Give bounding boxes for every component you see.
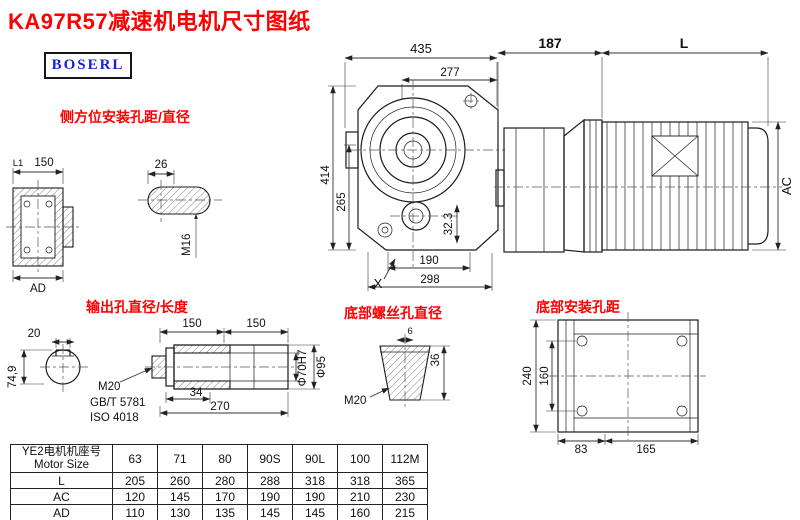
table-header-motor-size: YE2电机机座号 Motor Size (10, 444, 113, 473)
mount-dim-240: 240 (522, 366, 534, 385)
table-header-en: Motor Size (34, 458, 89, 471)
shaft-standard-gb: GB/T 5781 (90, 397, 145, 409)
table-cell: 130 (157, 504, 203, 520)
screw-thread-m20: M20 (344, 395, 366, 407)
flange-dim-150: 150 (34, 157, 53, 169)
table-row: AD 110 130 135 145 145 160 215 (10, 504, 428, 520)
side-hole-detail: 26 M16 (138, 159, 222, 258)
table-cell: 215 (382, 504, 428, 520)
motor-size-table: YE2电机机座号 Motor Size 63 71 80 90S 90L 100… (10, 444, 428, 520)
front-view: 435 277 414 265 32.3 190 298 X (320, 41, 505, 291)
shaft-dim-20: 20 (28, 328, 41, 340)
output-shaft-detail: 20 74,9 150 150 34 (7, 318, 328, 424)
col-header: 63 (112, 444, 158, 473)
table-cell: 288 (247, 472, 293, 489)
screw-dim-36: 36 (430, 354, 442, 367)
table-cell: 260 (157, 472, 203, 489)
bottom-screw-detail: 6 36 M20 (344, 326, 450, 410)
table-cell: 280 (202, 472, 248, 489)
shaft-dim-270: 270 (210, 401, 229, 413)
flange-view: L1 150 AD (6, 157, 82, 295)
table-cell: 318 (337, 472, 383, 489)
front-dim-265: 265 (336, 192, 348, 211)
table-cell: 170 (202, 488, 248, 505)
side-hole-dim-26: 26 (155, 159, 168, 171)
table-cell: 205 (112, 472, 158, 489)
front-dim-298: 298 (420, 274, 439, 286)
table-cell: 160 (337, 504, 383, 520)
row-label: AD (10, 504, 113, 520)
side-dim-l: L (680, 35, 689, 51)
table-cell: 135 (202, 504, 248, 520)
flange-dim-ad: AD (30, 283, 46, 295)
shaft-dim-34: 34 (190, 387, 203, 399)
table-cell: 120 (112, 488, 158, 505)
table-cell: 318 (292, 472, 338, 489)
front-dim-32-3: 32.3 (443, 213, 455, 235)
row-label: AC (10, 488, 113, 505)
front-dim-277: 277 (440, 67, 459, 79)
side-dim-ac: AC (779, 177, 794, 195)
brand-logo: BOSERL (44, 52, 132, 79)
col-header: 112M (382, 444, 428, 473)
table-cell: 365 (382, 472, 428, 489)
flange-dim-l1: L1 (13, 158, 24, 169)
mount-dim-83: 83 (575, 444, 588, 456)
side-dim-187: 187 (538, 35, 562, 51)
table-cell: 210 (337, 488, 383, 505)
annotation-bottom-screw: 底部螺丝孔直径 (344, 305, 442, 321)
front-mark-x: X (374, 276, 383, 291)
table-cell: 230 (382, 488, 428, 505)
bottom-mount-view: 240 160 83 165 (522, 312, 706, 456)
table-cell: 190 (247, 488, 293, 505)
col-header: 90S (247, 444, 293, 473)
table-cell: 110 (112, 504, 158, 520)
screw-dim-6: 6 (407, 326, 412, 337)
front-dim-414: 414 (320, 165, 332, 185)
shaft-dim-bore: Φ70H7 (297, 350, 309, 387)
side-view: 187 L AC (494, 35, 794, 253)
shaft-dim-outer: Φ95 (316, 356, 328, 378)
shaft-dim-150b: 150 (246, 318, 265, 330)
table-row: AC 120 145 170 190 190 210 230 (10, 488, 428, 505)
col-header: 80 (202, 444, 248, 473)
annotation-side-hole: 侧方位安装孔距/直径 (60, 109, 190, 125)
table-cell: 145 (157, 488, 203, 505)
shaft-standard-iso: ISO 4018 (90, 412, 139, 424)
row-label: L (10, 472, 113, 489)
table-cell: 145 (292, 504, 338, 520)
shaft-dim-150a: 150 (182, 318, 201, 330)
annotation-bottom-mount: 底部安装孔距 (536, 299, 620, 315)
page-title: KA97R57减速机电机尺寸图纸 (8, 9, 311, 34)
col-header: 100 (337, 444, 383, 473)
shaft-thread-m20: M20 (98, 381, 120, 393)
mount-dim-165: 165 (636, 444, 655, 456)
table-header-cn: YE2电机机座号 (21, 445, 102, 458)
shaft-dim-74-9: 74,9 (7, 366, 19, 388)
table-row: L 205 260 280 288 318 318 365 (10, 472, 428, 489)
front-dim-435: 435 (410, 41, 432, 56)
table-cell: 145 (247, 504, 293, 520)
front-dim-190: 190 (419, 255, 438, 267)
annotation-output-shaft: 输出孔直径/长度 (86, 299, 188, 315)
side-hole-thread-m16: M16 (181, 234, 193, 256)
table-cell: 190 (292, 488, 338, 505)
col-header: 71 (157, 444, 203, 473)
col-header: 90L (292, 444, 338, 473)
table-header-row: YE2电机机座号 Motor Size 63 71 80 90S 90L 100… (10, 444, 428, 473)
mount-dim-160: 160 (539, 366, 551, 385)
